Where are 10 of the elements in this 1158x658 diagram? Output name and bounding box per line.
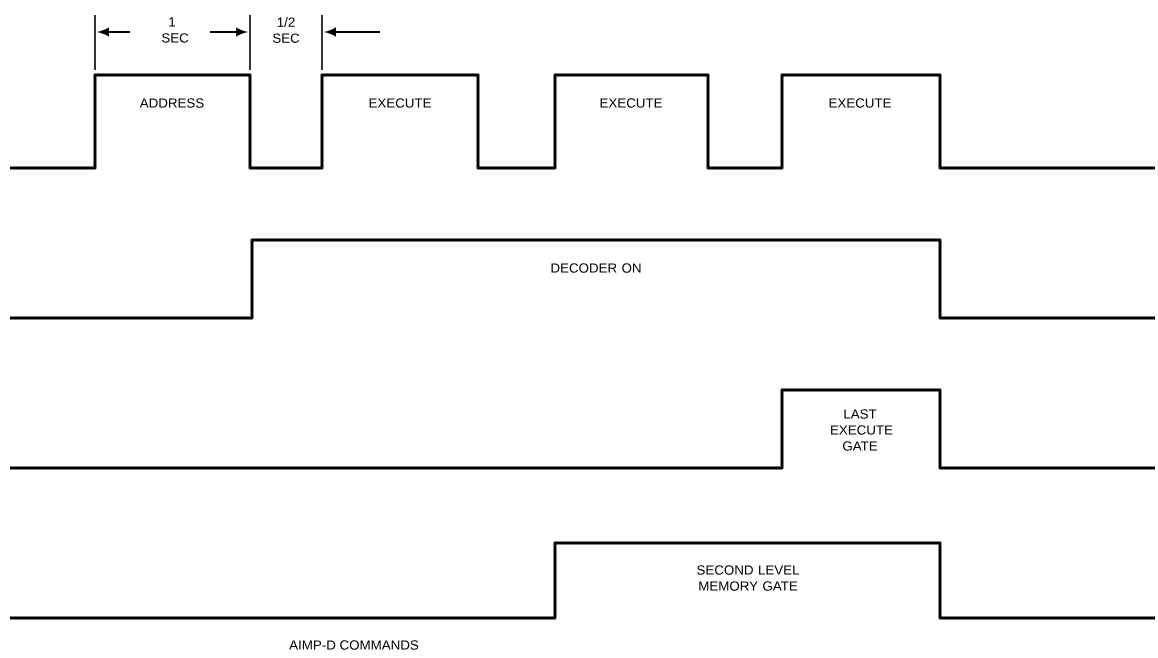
pulse-label: EXECUTE <box>369 98 431 108</box>
pulse-label: EXECUTE <box>829 98 891 108</box>
dimension-label: 1/2 SEC <box>272 17 300 43</box>
pulse-label: EXECUTE <box>600 98 662 108</box>
caption: AIMP-D COMMANDS <box>289 640 419 650</box>
pulse-label: ADDRESS <box>139 98 204 108</box>
pulse-label: SECOND LEVEL MEMORY GATE <box>697 565 800 591</box>
dimension-label: 1 SEC <box>161 17 189 43</box>
pulse-label: LAST EXECUTE GATE <box>831 409 893 451</box>
pulse-label: DECODER ON <box>551 263 641 273</box>
